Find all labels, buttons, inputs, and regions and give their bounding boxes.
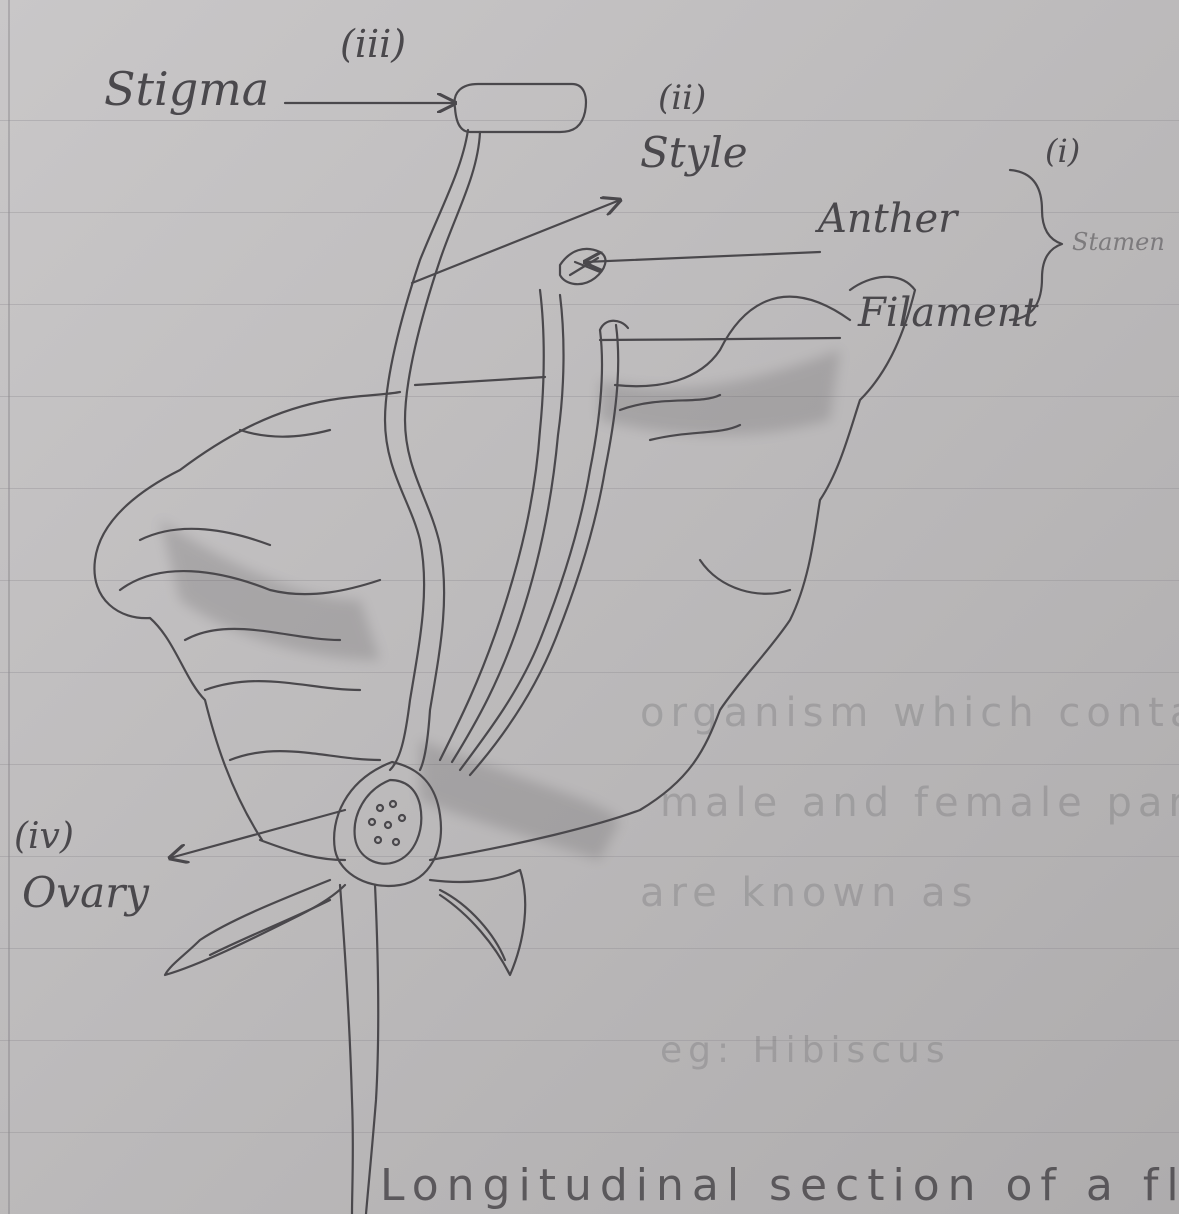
label-ovary: Ovary — [22, 868, 149, 917]
ovule — [385, 822, 391, 828]
stigma-outline — [454, 84, 585, 132]
petal-pointer — [415, 377, 545, 385]
label-style-number: (ii) — [658, 78, 706, 118]
sepal-outline — [165, 880, 345, 975]
sepal-outline — [430, 870, 525, 975]
ovule — [399, 815, 405, 821]
petal-outline — [260, 840, 345, 860]
style-outline — [385, 130, 468, 770]
label-ovary-number: (iv) — [14, 816, 74, 857]
stalk-outline — [340, 885, 353, 1214]
ovule — [393, 839, 399, 845]
label-stigma-number: (iii) — [340, 22, 406, 66]
ovule — [377, 805, 383, 811]
label-filament: Filament — [858, 290, 1039, 336]
petal-outline — [600, 338, 840, 340]
petal-outline — [330, 392, 400, 400]
sepal-vein — [210, 900, 330, 955]
ovary-arrow — [170, 810, 345, 858]
ovule — [390, 801, 396, 807]
filament-curve — [600, 321, 628, 330]
petal-inner — [205, 681, 360, 690]
ovule — [375, 837, 381, 843]
label-stigma: Stigma — [104, 62, 269, 116]
ovule — [369, 819, 375, 825]
petal-inner — [240, 430, 330, 437]
style-arrow — [412, 200, 620, 283]
staminal-column — [460, 330, 602, 770]
petal-inner — [700, 560, 790, 594]
label-stamen: Stamen — [1072, 228, 1165, 256]
label-style: Style — [640, 128, 748, 177]
staminal-column — [470, 325, 618, 775]
staminal-column — [452, 295, 564, 762]
petal-inner — [140, 529, 270, 545]
label-anther: Anther — [818, 196, 957, 242]
style-outline — [405, 132, 480, 770]
stalk-outline — [366, 885, 378, 1214]
anther-arrow — [585, 252, 820, 262]
label-stamen-number: (i) — [1045, 132, 1080, 170]
petal-inner — [230, 751, 380, 760]
